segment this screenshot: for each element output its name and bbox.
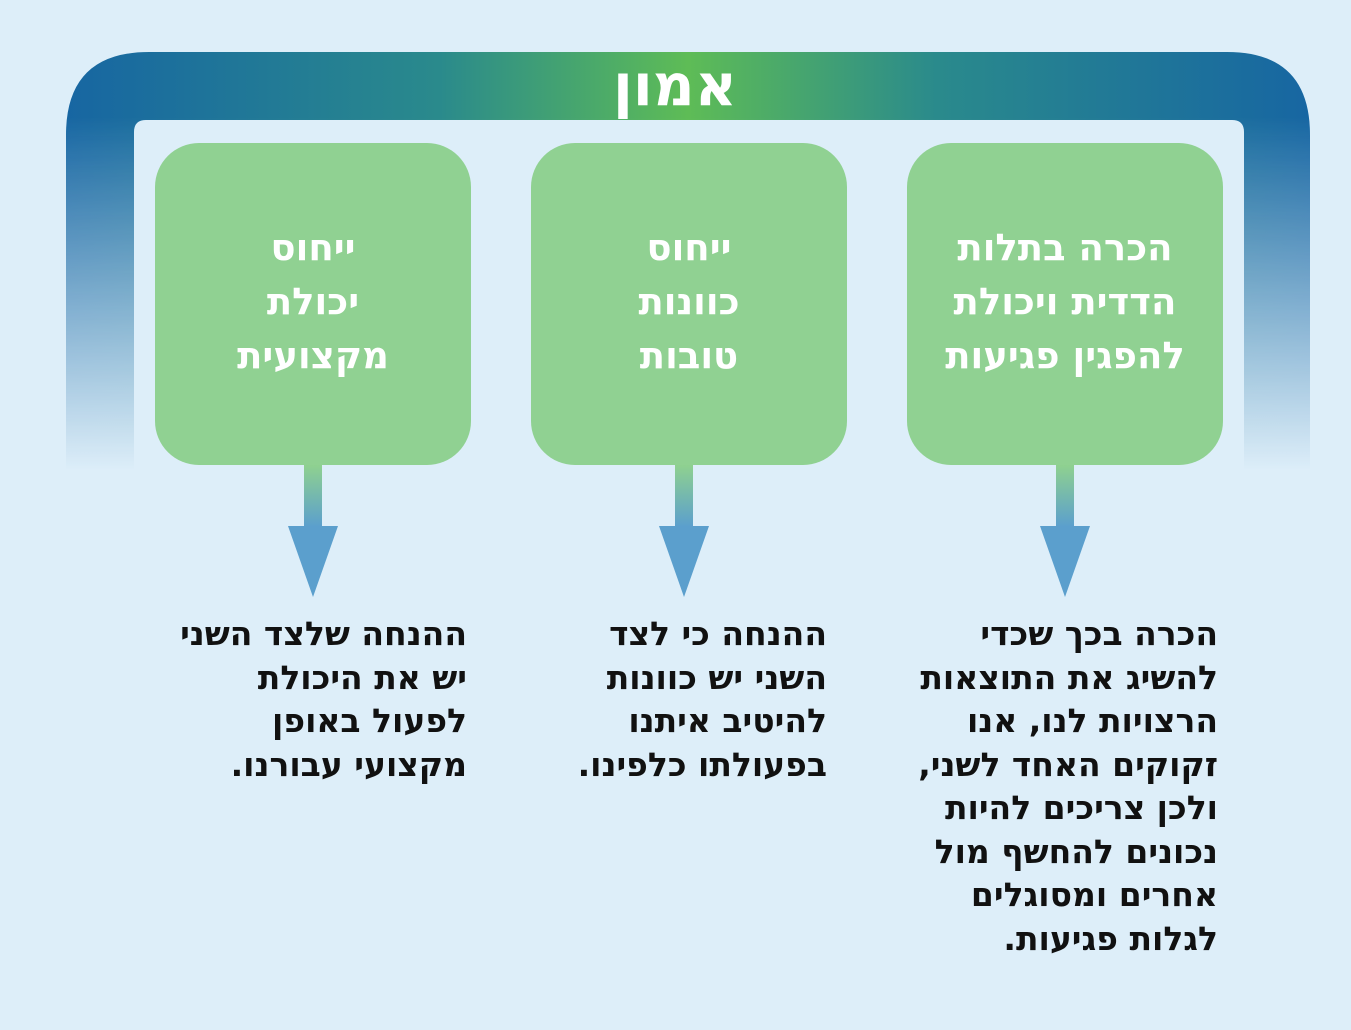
arrow-down-middle	[659, 465, 709, 597]
box-mutual-dependence: הכרה בתלות הדדית ויכולת להפגין פגיעות	[907, 143, 1223, 465]
arrow-down-left	[288, 465, 338, 597]
box-good-intentions-text: ייחוס כוונות טובות	[638, 226, 740, 377]
box-professional-ability-text: ייחוס יכולת מקצועית	[237, 226, 389, 377]
box-mutual-dependence-text: הכרה בתלות הדדית ויכולת להפגין פגיעות	[945, 226, 1185, 377]
arrow-down-right	[1040, 465, 1090, 597]
description-professional-ability: ההנחה שלצד השני יש את היכולת לפעול באופן…	[180, 614, 467, 784]
box-professional-ability: ייחוס יכולת מקצועית	[155, 143, 471, 465]
description-mutual-dependence: הכרה בכך שכדי להשיג את התוצאות הרצויות ל…	[918, 614, 1218, 958]
box-good-intentions: ייחוס כוונות טובות	[531, 143, 847, 465]
description-good-intentions: ההנחה כי לצד השני יש כוונות להיטיב איתנו…	[577, 614, 827, 784]
diagram-title: אמון	[612, 51, 737, 119]
trust-frame	[66, 52, 1310, 470]
